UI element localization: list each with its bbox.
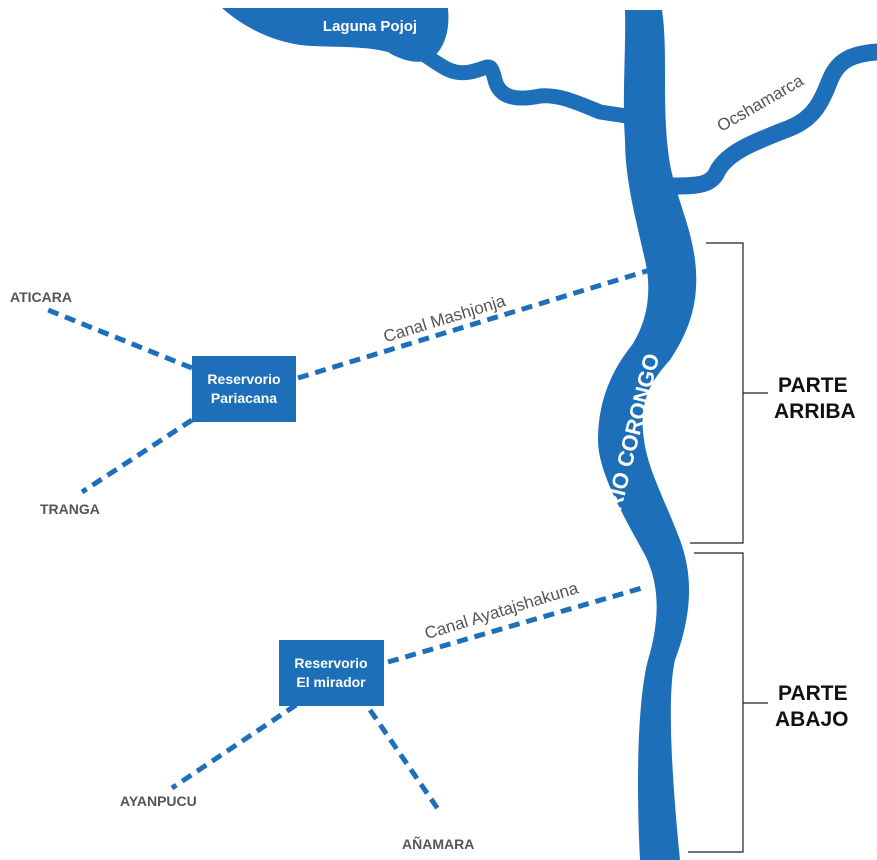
tributary-shape	[663, 43, 877, 195]
place-tranga: TRANGA	[40, 501, 100, 517]
lagoon-shape	[222, 8, 449, 62]
place-ayanpucu: AYANPUCU	[120, 793, 197, 809]
reservoir-el-mirador-line2: El mirador	[296, 674, 366, 690]
river-shape	[598, 10, 697, 860]
canal-ayatajshakuna-label: Canal Ayatajshakuna	[422, 578, 581, 643]
place-anamara: AÑAMARA	[402, 835, 474, 852]
canal-ayatajshakuna-line	[387, 585, 643, 665]
reservoir-pariacana-line1: Reservorio	[207, 371, 280, 387]
lagoon-label: Laguna Pojoj	[323, 18, 417, 35]
sector-upper-line2: ARRIBA	[774, 400, 856, 423]
sector-upper-line1: PARTE	[778, 374, 848, 397]
line-to-anamara	[367, 708, 443, 814]
line-to-aticara	[47, 307, 193, 371]
canal-mashjonja-line	[297, 267, 651, 381]
reservoir-el-mirador: Reservorio El mirador	[279, 640, 384, 706]
line-to-tranga	[80, 417, 194, 495]
bracket-parte-arriba	[690, 242, 744, 544]
bracket-parte-abajo	[688, 552, 744, 853]
reservoir-pariacana: Reservorio Pariacana	[192, 356, 296, 422]
line-to-ayanpucu	[170, 702, 298, 791]
reservoir-pariacana-line2: Pariacana	[211, 390, 277, 406]
lagoon-outflow	[412, 44, 648, 126]
reservoir-el-mirador-line1: Reservorio	[294, 655, 367, 671]
place-aticara: ATICARA	[10, 289, 72, 305]
sector-lower-line1: PARTE	[778, 682, 848, 705]
sector-lower-line2: ABAJO	[775, 708, 849, 731]
